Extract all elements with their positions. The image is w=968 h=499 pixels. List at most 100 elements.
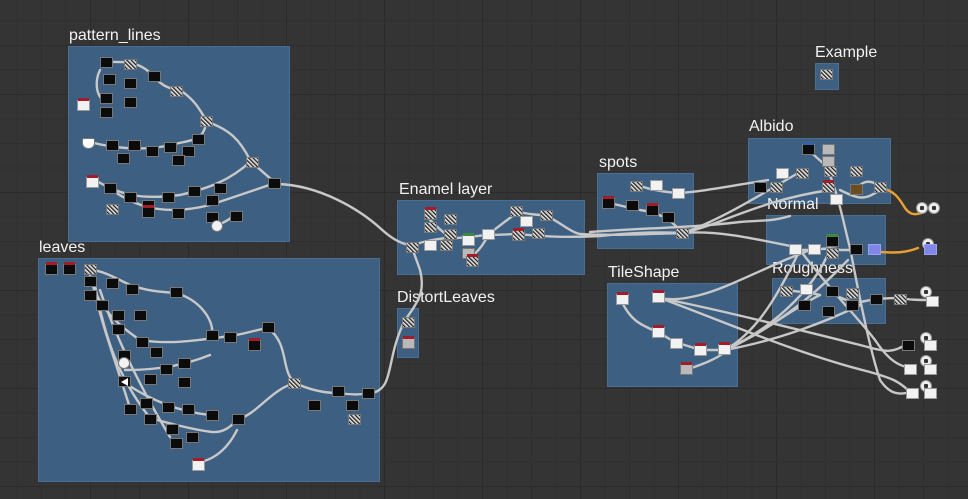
graph-node[interactable] [466, 254, 479, 267]
graph-node[interactable] [200, 116, 213, 127]
graph-node[interactable] [128, 140, 141, 151]
graph-node[interactable] [45, 262, 58, 275]
graph-node[interactable] [106, 140, 119, 151]
graph-node[interactable] [616, 292, 629, 305]
graph-node[interactable] [630, 181, 643, 192]
graph-node[interactable] [800, 284, 813, 295]
graph-node[interactable] [268, 178, 281, 189]
graph-node[interactable] [117, 153, 130, 164]
graph-node[interactable] [796, 168, 809, 179]
graph-node[interactable] [406, 242, 419, 253]
graph-node[interactable] [540, 210, 553, 221]
graph-node[interactable] [188, 186, 201, 197]
graph-node[interactable] [142, 205, 155, 218]
graph-node[interactable] [874, 182, 887, 193]
graph-node[interactable] [904, 364, 917, 375]
graph-node[interactable] [808, 244, 821, 255]
graph-node[interactable] [830, 194, 843, 205]
graph-node[interactable] [718, 342, 731, 355]
graph-node[interactable] [826, 234, 839, 247]
graph-node[interactable] [789, 244, 802, 255]
graph-node[interactable] [520, 216, 533, 227]
graph-node[interactable] [63, 262, 76, 275]
graph-node[interactable] [680, 362, 693, 375]
graph-node[interactable] [902, 340, 915, 351]
graph-node[interactable] [510, 206, 523, 217]
graph-node[interactable] [776, 168, 789, 179]
graph-node[interactable] [144, 414, 157, 425]
graph-node[interactable] [84, 276, 97, 287]
graph-node[interactable] [754, 182, 767, 193]
graph-node[interactable] [164, 142, 177, 153]
graph-node[interactable] [362, 388, 375, 399]
graph-node[interactable] [424, 222, 437, 233]
graph-node[interactable] [224, 332, 237, 343]
graph-node[interactable] [84, 264, 97, 275]
graph-node[interactable] [124, 78, 137, 89]
graph-node[interactable] [424, 240, 437, 251]
graph-node[interactable] [826, 286, 839, 297]
graph-node[interactable] [192, 458, 205, 471]
graph-node[interactable] [148, 71, 161, 82]
graph-node[interactable] [924, 244, 937, 255]
graph-node[interactable] [100, 93, 113, 104]
graph-node[interactable] [802, 142, 815, 155]
graph-node[interactable] [652, 325, 665, 338]
graph-node[interactable] [444, 214, 457, 225]
graph-node[interactable] [172, 208, 185, 219]
graph-node[interactable] [308, 400, 321, 411]
graph-node[interactable] [868, 244, 881, 255]
graph-node[interactable] [870, 294, 883, 305]
output-node-icon[interactable] [916, 202, 928, 214]
graph-node[interactable] [170, 287, 183, 298]
graph-node[interactable] [402, 317, 415, 328]
graph-node[interactable] [246, 157, 259, 168]
graph-node[interactable] [348, 414, 361, 425]
graph-node[interactable] [106, 204, 119, 215]
graph-node[interactable] [770, 182, 783, 193]
graph-node[interactable] [140, 398, 153, 409]
graph-node[interactable] [206, 410, 219, 421]
graph-node[interactable] [82, 138, 95, 149]
graph-node[interactable] [262, 322, 275, 333]
graph-node[interactable] [462, 233, 475, 246]
graph-node[interactable] [822, 144, 835, 155]
graph-node[interactable] [178, 377, 191, 388]
graph-node[interactable] [182, 146, 195, 157]
graph-node[interactable] [672, 188, 685, 199]
graph-node[interactable] [100, 57, 113, 68]
graph-node[interactable] [134, 310, 147, 321]
graph-node[interactable] [178, 358, 191, 369]
graph-node[interactable] [652, 290, 665, 303]
graph-node[interactable] [248, 338, 261, 351]
graph-node[interactable] [826, 248, 839, 259]
graph-node[interactable] [206, 330, 219, 341]
graph-node[interactable] [112, 310, 125, 321]
graph-node[interactable] [182, 404, 195, 415]
frame-albido[interactable] [748, 138, 891, 204]
graph-node[interactable] [100, 107, 113, 118]
graph-node[interactable] [172, 155, 185, 166]
graph-node[interactable] [126, 284, 139, 295]
graph-node[interactable] [676, 228, 689, 239]
graph-node[interactable] [822, 180, 835, 193]
graph-node[interactable] [444, 229, 457, 240]
graph-node[interactable] [662, 212, 675, 223]
graph-node[interactable] [846, 300, 859, 311]
graph-node[interactable] [288, 378, 301, 389]
graph-node[interactable] [402, 336, 415, 349]
graph-node[interactable] [136, 337, 149, 348]
graph-node[interactable] [440, 240, 453, 251]
graph-node[interactable] [77, 98, 90, 111]
graph-node[interactable] [850, 244, 863, 255]
graph-node[interactable] [850, 166, 863, 177]
graph-node[interactable] [118, 357, 130, 369]
graph-node[interactable] [820, 69, 833, 80]
graph-node[interactable] [170, 438, 183, 449]
graph-node[interactable] [170, 86, 183, 97]
graph-node[interactable] [532, 228, 545, 239]
graph-node[interactable] [230, 211, 243, 222]
graph-node[interactable] [780, 286, 793, 297]
graph-node[interactable] [160, 364, 173, 375]
